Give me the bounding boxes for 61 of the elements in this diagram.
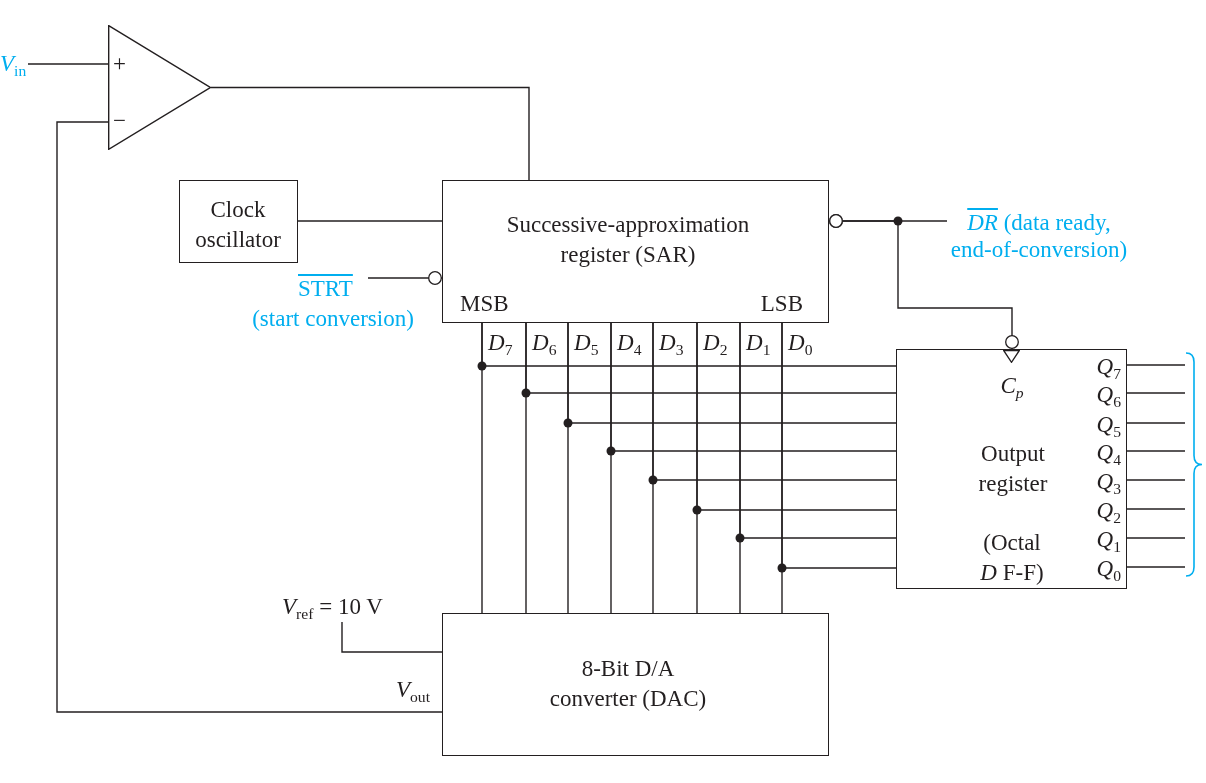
pin-label: Q$_{5}$ <box>1096 411 1121 440</box>
pin-label: C$_{p}$ <box>999 372 1025 401</box>
signal-label: STRT <box>298 274 368 303</box>
bit-label: D$_{7}$ <box>488 330 513 356</box>
input-sign: + <box>113 50 126 78</box>
dac-block <box>442 613 829 756</box>
pin-label: Q$_{2}$ <box>1096 497 1121 526</box>
block-title: Clock oscillator <box>194 196 282 254</box>
signal-label: V$_{ref}$ = 10 V <box>282 592 404 622</box>
wire <box>828 214 1019 350</box>
wire <box>1126 537 1186 539</box>
wire <box>652 322 897 481</box>
output-register-block <box>896 349 1127 589</box>
wire <box>1126 479 1186 481</box>
wire <box>739 322 897 539</box>
wire <box>297 220 443 222</box>
pin-label: V$_{out}$ <box>395 676 431 705</box>
pin-label: Q$_{1}$ <box>1096 526 1121 555</box>
wire <box>481 322 897 367</box>
input-sign: − <box>113 107 126 135</box>
wire <box>1126 508 1186 510</box>
block-subtitle: (Octal D F-F) <box>979 529 1045 587</box>
wire <box>525 322 897 394</box>
signal-caption: (start conversion) <box>251 305 415 333</box>
wire <box>367 271 443 285</box>
bit-label: D$_{5}$ <box>574 330 599 356</box>
wire <box>781 322 897 569</box>
bit-label: D$_{6}$ <box>532 330 557 356</box>
bit-label: D$_{2}$ <box>703 330 728 356</box>
curly-brace <box>1185 352 1203 577</box>
pin-label: Q$_{6}$ <box>1096 381 1121 410</box>
bit-label: D$_{4}$ <box>617 330 642 356</box>
wire <box>341 621 443 653</box>
block-title: 8-Bit D/A converter (DAC) <box>548 655 708 713</box>
pin-label: LSB <box>760 290 803 318</box>
bit-label: D$_{3}$ <box>659 330 684 356</box>
wire <box>1126 422 1186 424</box>
signal-label: DR (data ready, end-of-conversion) <box>947 209 1131 263</box>
block-title: Successive-approximation register (SAR) <box>505 211 751 269</box>
wire <box>1126 450 1186 452</box>
pin-label: MSB <box>460 290 509 318</box>
clock-oscillator-block <box>179 180 298 263</box>
sar-block <box>442 180 829 323</box>
block-title: Output register <box>977 440 1049 498</box>
wire <box>210 86 530 181</box>
wire <box>610 322 897 452</box>
wire <box>56 121 443 713</box>
bit-label: D$_{0}$ <box>788 330 813 356</box>
wire <box>567 322 897 424</box>
comparator-symbol <box>108 25 211 150</box>
bit-label: D$_{1}$ <box>746 330 771 356</box>
wire <box>27 63 109 65</box>
wire <box>1126 566 1186 568</box>
pin-label: Q$_{4}$ <box>1096 439 1121 468</box>
wire <box>1126 364 1186 366</box>
pin-label: Q$_{3}$ <box>1096 468 1121 497</box>
wire <box>696 322 897 511</box>
signal-label: V$_{in}$ <box>0 49 28 79</box>
wire <box>1126 392 1186 394</box>
pin-label: Q$_{7}$ <box>1096 353 1121 382</box>
pin-label: Q$_{0}$ <box>1096 555 1121 584</box>
